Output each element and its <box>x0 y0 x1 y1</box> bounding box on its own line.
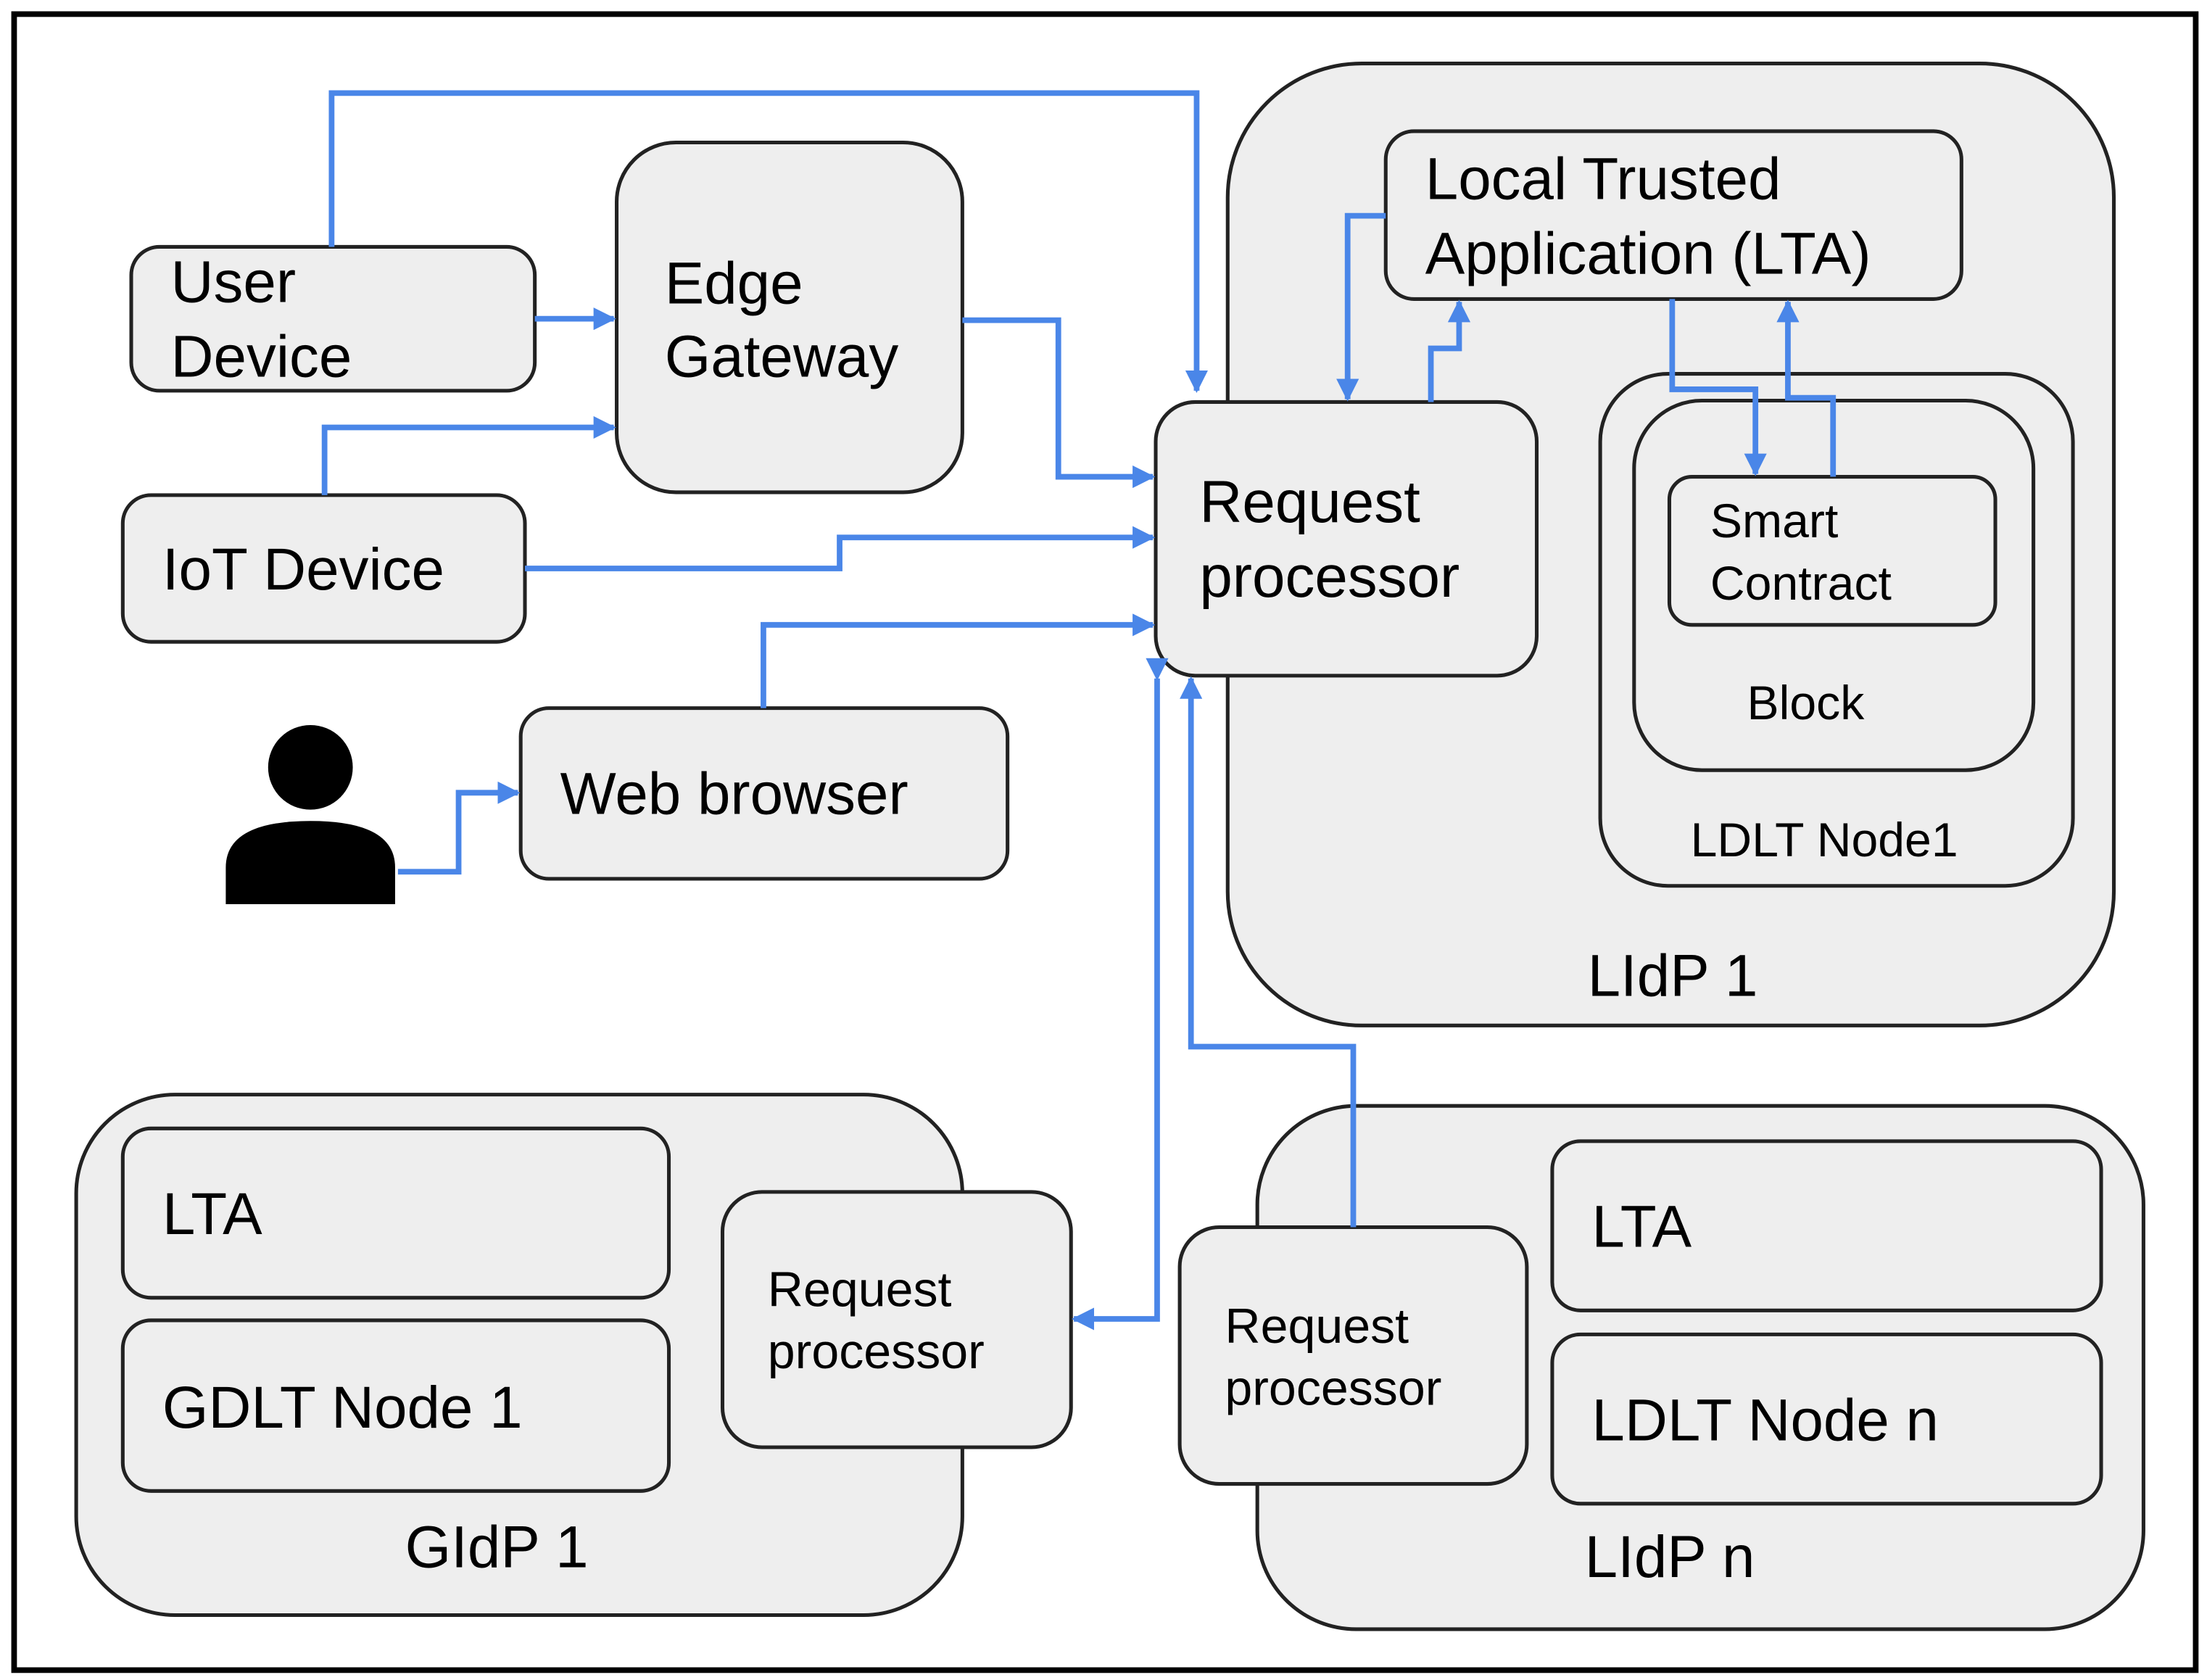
ldlt-node-n-box: LDLT Node n <box>1550 1332 2103 1506</box>
lidpn-lta-box: LTA <box>1550 1139 2103 1312</box>
edge-gateway-box: Edge Gateway <box>614 140 964 495</box>
gidp-request-processor-label-line1: Request <box>768 1262 952 1317</box>
arrow-request-processor-to-gidp-request-processor <box>1072 658 1169 1331</box>
lta-label-line1: Local Trusted <box>1425 146 1781 212</box>
gidp-lta-box: LTA <box>120 1126 671 1300</box>
arrow-iot-device-to-edge-gateway <box>321 415 616 495</box>
arrow-person-to-web-browser <box>397 781 521 875</box>
smart-contract-box: Smart Contract <box>1667 475 1997 627</box>
user-device-box: User Device <box>129 244 537 393</box>
edge-gateway-label-line1: Edge <box>665 250 803 316</box>
arrow-request-processor-to-lta <box>1428 299 1471 402</box>
edge-gateway-label-line2: Gateway <box>665 323 899 389</box>
request-processor-main-box: Request processor <box>1154 400 1539 678</box>
block-label: Block <box>1747 676 1866 730</box>
gdlt-node-1-box: GDLT Node 1 <box>120 1318 671 1493</box>
request-processor-main-label-line1: Request <box>1199 469 1420 535</box>
arrow-lta-to-smart-contract <box>1669 299 1767 476</box>
lta-label-line2: Application (LTA) <box>1425 220 1871 286</box>
request-processor-main-label-line2: processor <box>1199 544 1459 610</box>
gidp-lta-label: LTA <box>162 1181 262 1247</box>
iot-device-box: IoT Device <box>120 493 527 644</box>
web-browser-label: Web browser <box>560 761 908 827</box>
arrow-user-device-to-request-processor <box>328 90 1209 393</box>
arrow-web-browser-to-request-processor <box>761 613 1156 708</box>
arrow-lta-to-request-processor <box>1336 212 1386 402</box>
iot-device-label: IoT Device <box>162 537 444 603</box>
lidpn-request-processor-label-line1: Request <box>1225 1299 1409 1354</box>
gidp-request-processor-label-line2: processor <box>768 1324 985 1379</box>
web-browser-box: Web browser <box>518 706 1010 881</box>
user-device-label-line2: Device <box>171 323 352 389</box>
lidpn-request-processor-box: Request processor <box>1177 1225 1529 1486</box>
user-device-label-line1: User <box>171 249 297 315</box>
connectors <box>321 90 1837 1331</box>
arrow-lidpn-request-processor-to-request-processor <box>1180 676 1357 1228</box>
smart-contract-label-line1: Smart <box>1710 495 1838 548</box>
lidp-1-label: LIdP 1 <box>1588 943 1758 1009</box>
lidpn-lta-label: LTA <box>1591 1194 1692 1260</box>
ldlt-node-n-label: LDLT Node n <box>1591 1387 1939 1453</box>
smart-contract-label-line2: Contract <box>1710 557 1892 611</box>
lidpn-request-processor-label-line2: processor <box>1225 1361 1441 1416</box>
gidp-1-label: GIdP 1 <box>405 1514 589 1580</box>
lidp-n-label: LIdP n <box>1585 1524 1755 1590</box>
arrow-edge-gateway-to-request-processor <box>962 317 1156 489</box>
gdlt-node-1-label: GDLT Node 1 <box>162 1375 523 1441</box>
person-icon <box>225 724 395 905</box>
arrow-smart-contract-to-lta <box>1776 299 1837 477</box>
arrow-iot-device-to-request-processor <box>525 526 1156 571</box>
ldlt-node1-label: LDLT Node1 <box>1691 814 1958 867</box>
local-trusted-application-box: Local Trusted Application (LTA) <box>1383 129 1963 301</box>
gidp-request-processor-box: Request processor <box>720 1190 1073 1449</box>
